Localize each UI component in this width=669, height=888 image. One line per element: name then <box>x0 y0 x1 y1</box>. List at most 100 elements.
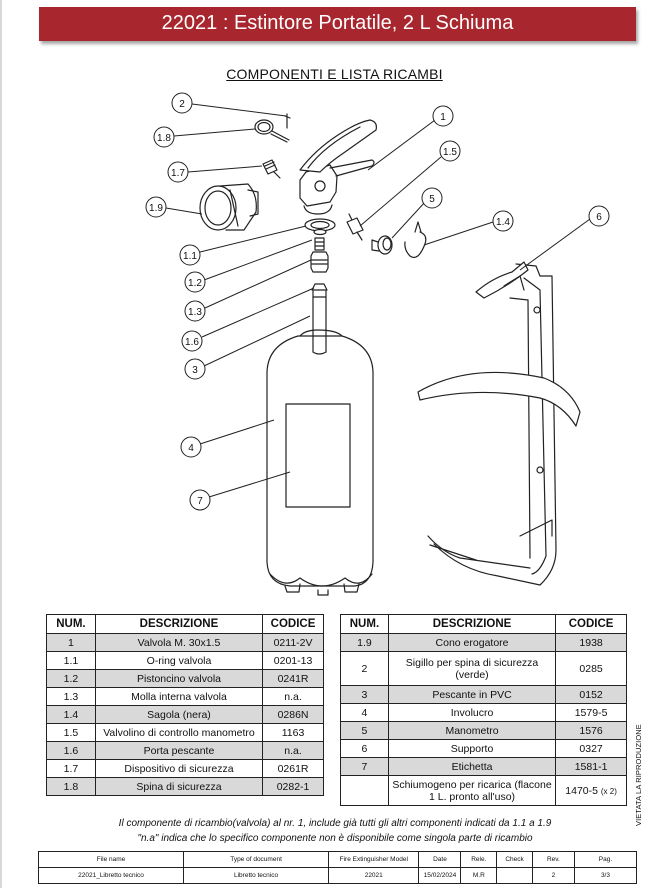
col-header-desc: DESCRIZIONE <box>94 614 264 634</box>
table-cell: Pag. <box>573 851 638 868</box>
table-cell: 1.7 <box>46 759 96 778</box>
table-row: Schiumogeno per ricarica (flacone 1 L. p… <box>340 775 627 806</box>
table-cell: Fire Extinguisher Model <box>328 851 420 868</box>
table-cell: 1.4 <box>46 705 96 724</box>
table-cell: 0201-13 <box>262 651 324 670</box>
col-header-code: CODICE <box>262 614 324 634</box>
wall-bracket <box>417 261 581 586</box>
table-cell: 0241R <box>262 669 324 688</box>
table-cell: 1.1 <box>46 651 96 670</box>
table-cell: Etichetta <box>387 757 557 776</box>
table-cell: Pistoncino valvola <box>94 669 264 688</box>
callout-label: 1.2 <box>188 278 202 289</box>
table-cell: 3/3 <box>573 867 638 884</box>
table-cell: Valvolino di controllo manometro <box>94 723 264 742</box>
table-cell: 7 <box>340 757 389 776</box>
exploded-diagram: 1 1.5 5 1.4 6 2 1.8 1.7 1.9 1.1 1.2 1.3 … <box>145 92 610 596</box>
table-cell: 15/02/2024 <box>418 867 462 884</box>
callout-label: 3 <box>192 365 198 376</box>
table-cell: 1.5 <box>46 723 96 742</box>
table-cell: n.a. <box>262 741 324 760</box>
dip-tube <box>311 283 328 355</box>
callout-1-6 <box>181 330 203 352</box>
table-cell: 0152 <box>555 685 627 704</box>
table-cell: Manometro <box>387 721 557 740</box>
callout-label: 1.7 <box>171 168 185 179</box>
table-cell: 1.6 <box>46 741 96 760</box>
callout-1-3 <box>184 300 206 322</box>
callout-5 <box>421 187 443 209</box>
table-cell: 1938 <box>555 633 627 652</box>
table-cell: Pescante in PVC <box>387 685 557 704</box>
table-cell: 0285 <box>555 651 627 686</box>
table-cell: 1.9 <box>340 633 389 652</box>
table-cell: Sigillo per spina di sicurezza (verde) <box>387 651 557 686</box>
table-cell: Date <box>418 851 462 868</box>
table-cell: M.R <box>460 867 498 884</box>
callout-1-8 <box>153 126 175 148</box>
safety-pin <box>254 119 290 143</box>
callout-1-4 <box>492 210 514 232</box>
table-cell: 0282-1 <box>262 777 324 796</box>
table-cell: 0261R <box>262 759 324 778</box>
table-cell: 22021 <box>328 867 420 884</box>
callout-1-5 <box>439 140 461 162</box>
page-edge <box>0 0 2 888</box>
table-cell: File name <box>37 851 185 868</box>
table-cell: Porta pescante <box>94 741 264 760</box>
discharge-nozzle <box>199 183 259 231</box>
table-cell: Libretto tecnico <box>183 867 330 884</box>
table-cell: 4 <box>340 703 389 722</box>
callout-label: 4 <box>188 443 194 454</box>
callout-label: 2 <box>179 99 185 110</box>
table-cell: 1 <box>46 633 96 652</box>
table-cell: n.a. <box>262 687 324 706</box>
callout-6 <box>588 205 610 227</box>
table-cell: 2 <box>531 867 575 884</box>
table-cell: Check <box>496 851 533 868</box>
table-cell: 1579-5 <box>555 703 627 722</box>
callout-label: 1.6 <box>185 337 199 348</box>
table-cell: 3 <box>340 685 389 704</box>
table-cell: Cono erogatore <box>387 633 557 652</box>
callout-label: 1.8 <box>157 133 171 144</box>
page-title: 22021 : Estintore Portatile, 2 L Schiuma <box>39 7 636 41</box>
callout-label: 7 <box>197 496 203 507</box>
callout-1-2 <box>184 271 206 293</box>
table-cell: Rele. <box>460 851 498 868</box>
col-header-num: NUM. <box>340 614 389 634</box>
valve-parts <box>304 218 336 273</box>
callout-1 <box>432 105 454 127</box>
col-header-desc: DESCRIZIONE <box>387 614 557 634</box>
callout-4 <box>180 436 202 458</box>
callout-label: 1.3 <box>188 307 202 318</box>
table-cell <box>340 775 389 806</box>
callout-label: 1.4 <box>496 217 510 228</box>
col-header-num: NUM. <box>46 614 96 634</box>
callout-label: 1.9 <box>149 203 163 214</box>
table-cell: 1.8 <box>46 777 96 796</box>
table-cell: 0286N <box>262 705 324 724</box>
col-header-code: CODICE <box>555 614 627 634</box>
callout-label: 1 <box>440 112 446 123</box>
code-suffix: (x 2) <box>600 786 617 796</box>
table-cell: Spina di sicurezza <box>94 777 264 796</box>
table-cell: Dispositivo di sicurezza <box>94 759 264 778</box>
callout-1-1 <box>179 244 201 266</box>
callout-7 <box>189 489 211 511</box>
table-cell: 0211-2V <box>262 633 324 652</box>
note-line-2: "n.a" indica che lo specifico componente… <box>137 833 533 844</box>
table-cell: 1576 <box>555 721 627 740</box>
section-title: COMPONENTI E LISTA RICAMBI <box>226 66 443 82</box>
